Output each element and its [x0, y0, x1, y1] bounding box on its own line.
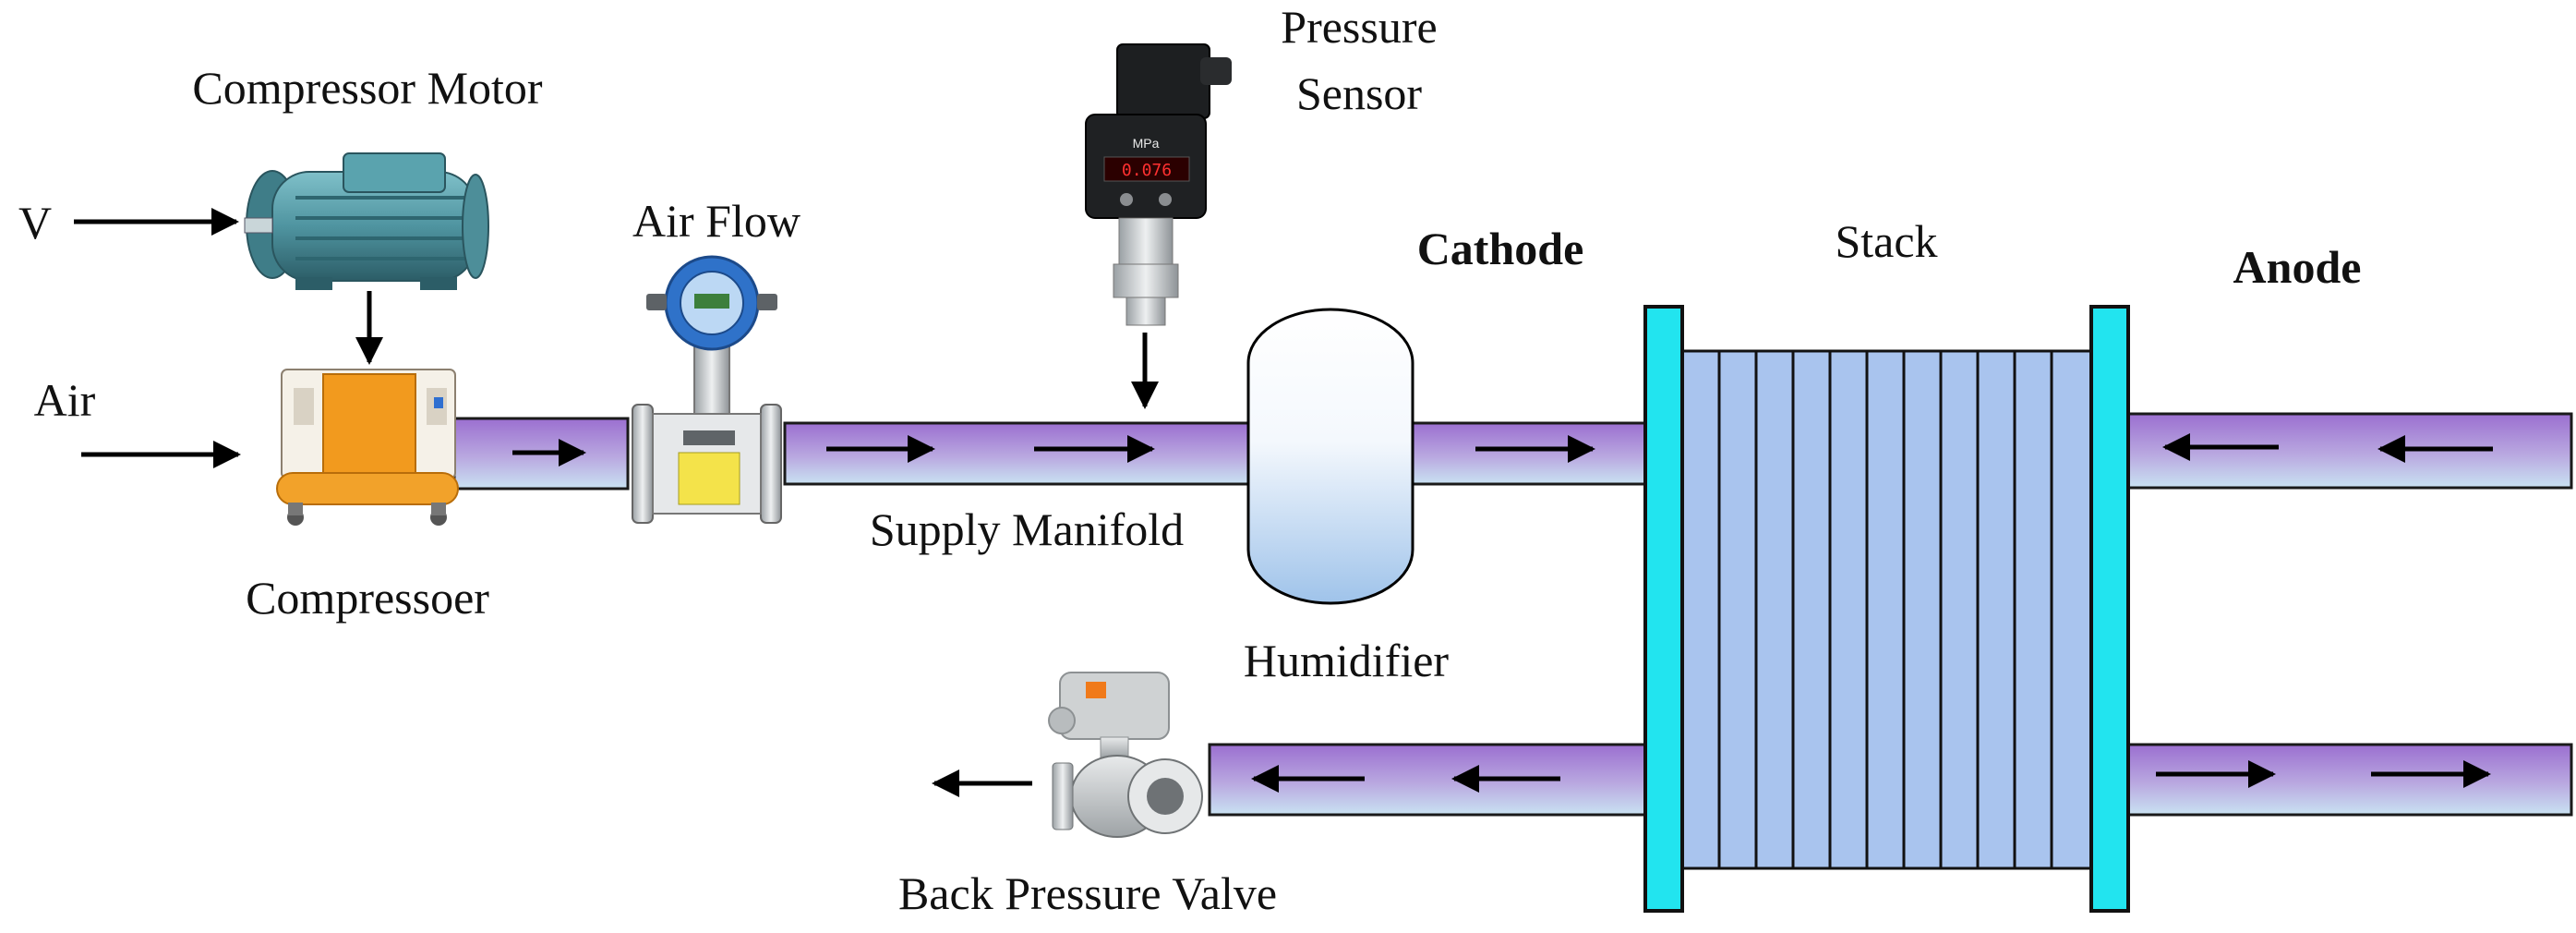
air-input-label: Air [34, 374, 96, 426]
pipe-humidifier-to-cathode [1411, 421, 1647, 486]
air-flow-meter-icon [632, 255, 782, 524]
pressure-sensor-label-line1: Pressure [1281, 1, 1437, 53]
stack-body [1680, 349, 2093, 870]
fuel-cell-stack-icon [1643, 305, 2130, 913]
humidifier-icon [1246, 308, 1414, 605]
cathode-end-plate [1643, 305, 1684, 913]
humidifier-label: Humidifier [1244, 635, 1450, 686]
back-pressure-valve-label: Back Pressure Valve [898, 867, 1277, 919]
flow-arrows [74, 208, 2493, 797]
labels: Compressor Motor V Air Compressoer Air F… [18, 1, 2362, 919]
back-pressure-valve-icon [1048, 672, 1203, 838]
pipe-supply-manifold [783, 421, 1258, 486]
pipe-anode-inlet [2126, 412, 2573, 490]
compressor-icon [276, 369, 459, 526]
pipe-anode-outlet [2126, 743, 2573, 817]
air-flow-label: Air Flow [632, 195, 800, 247]
pressure-sensor-label-line2: Sensor [1296, 67, 1422, 119]
compressor-motor-label: Compressor Motor [192, 62, 543, 114]
sensor-unit-text: MPa [1133, 136, 1160, 151]
cathode-label: Cathode [1417, 223, 1584, 274]
voltage-input-label: V [18, 197, 52, 248]
anode-label: Anode [2233, 241, 2362, 293]
compressor-label: Compressoer [246, 572, 489, 624]
stack-label: Stack [1835, 215, 1937, 267]
pressure-sensor-icon: MPa 0.076 [1085, 43, 1232, 326]
pipes [452, 412, 2573, 817]
anode-end-plate [2089, 305, 2130, 913]
supply-manifold-label: Supply Manifold [870, 503, 1184, 555]
compressor-motor-icon [244, 152, 489, 290]
sensor-display-text: 0.076 [1122, 161, 1172, 180]
